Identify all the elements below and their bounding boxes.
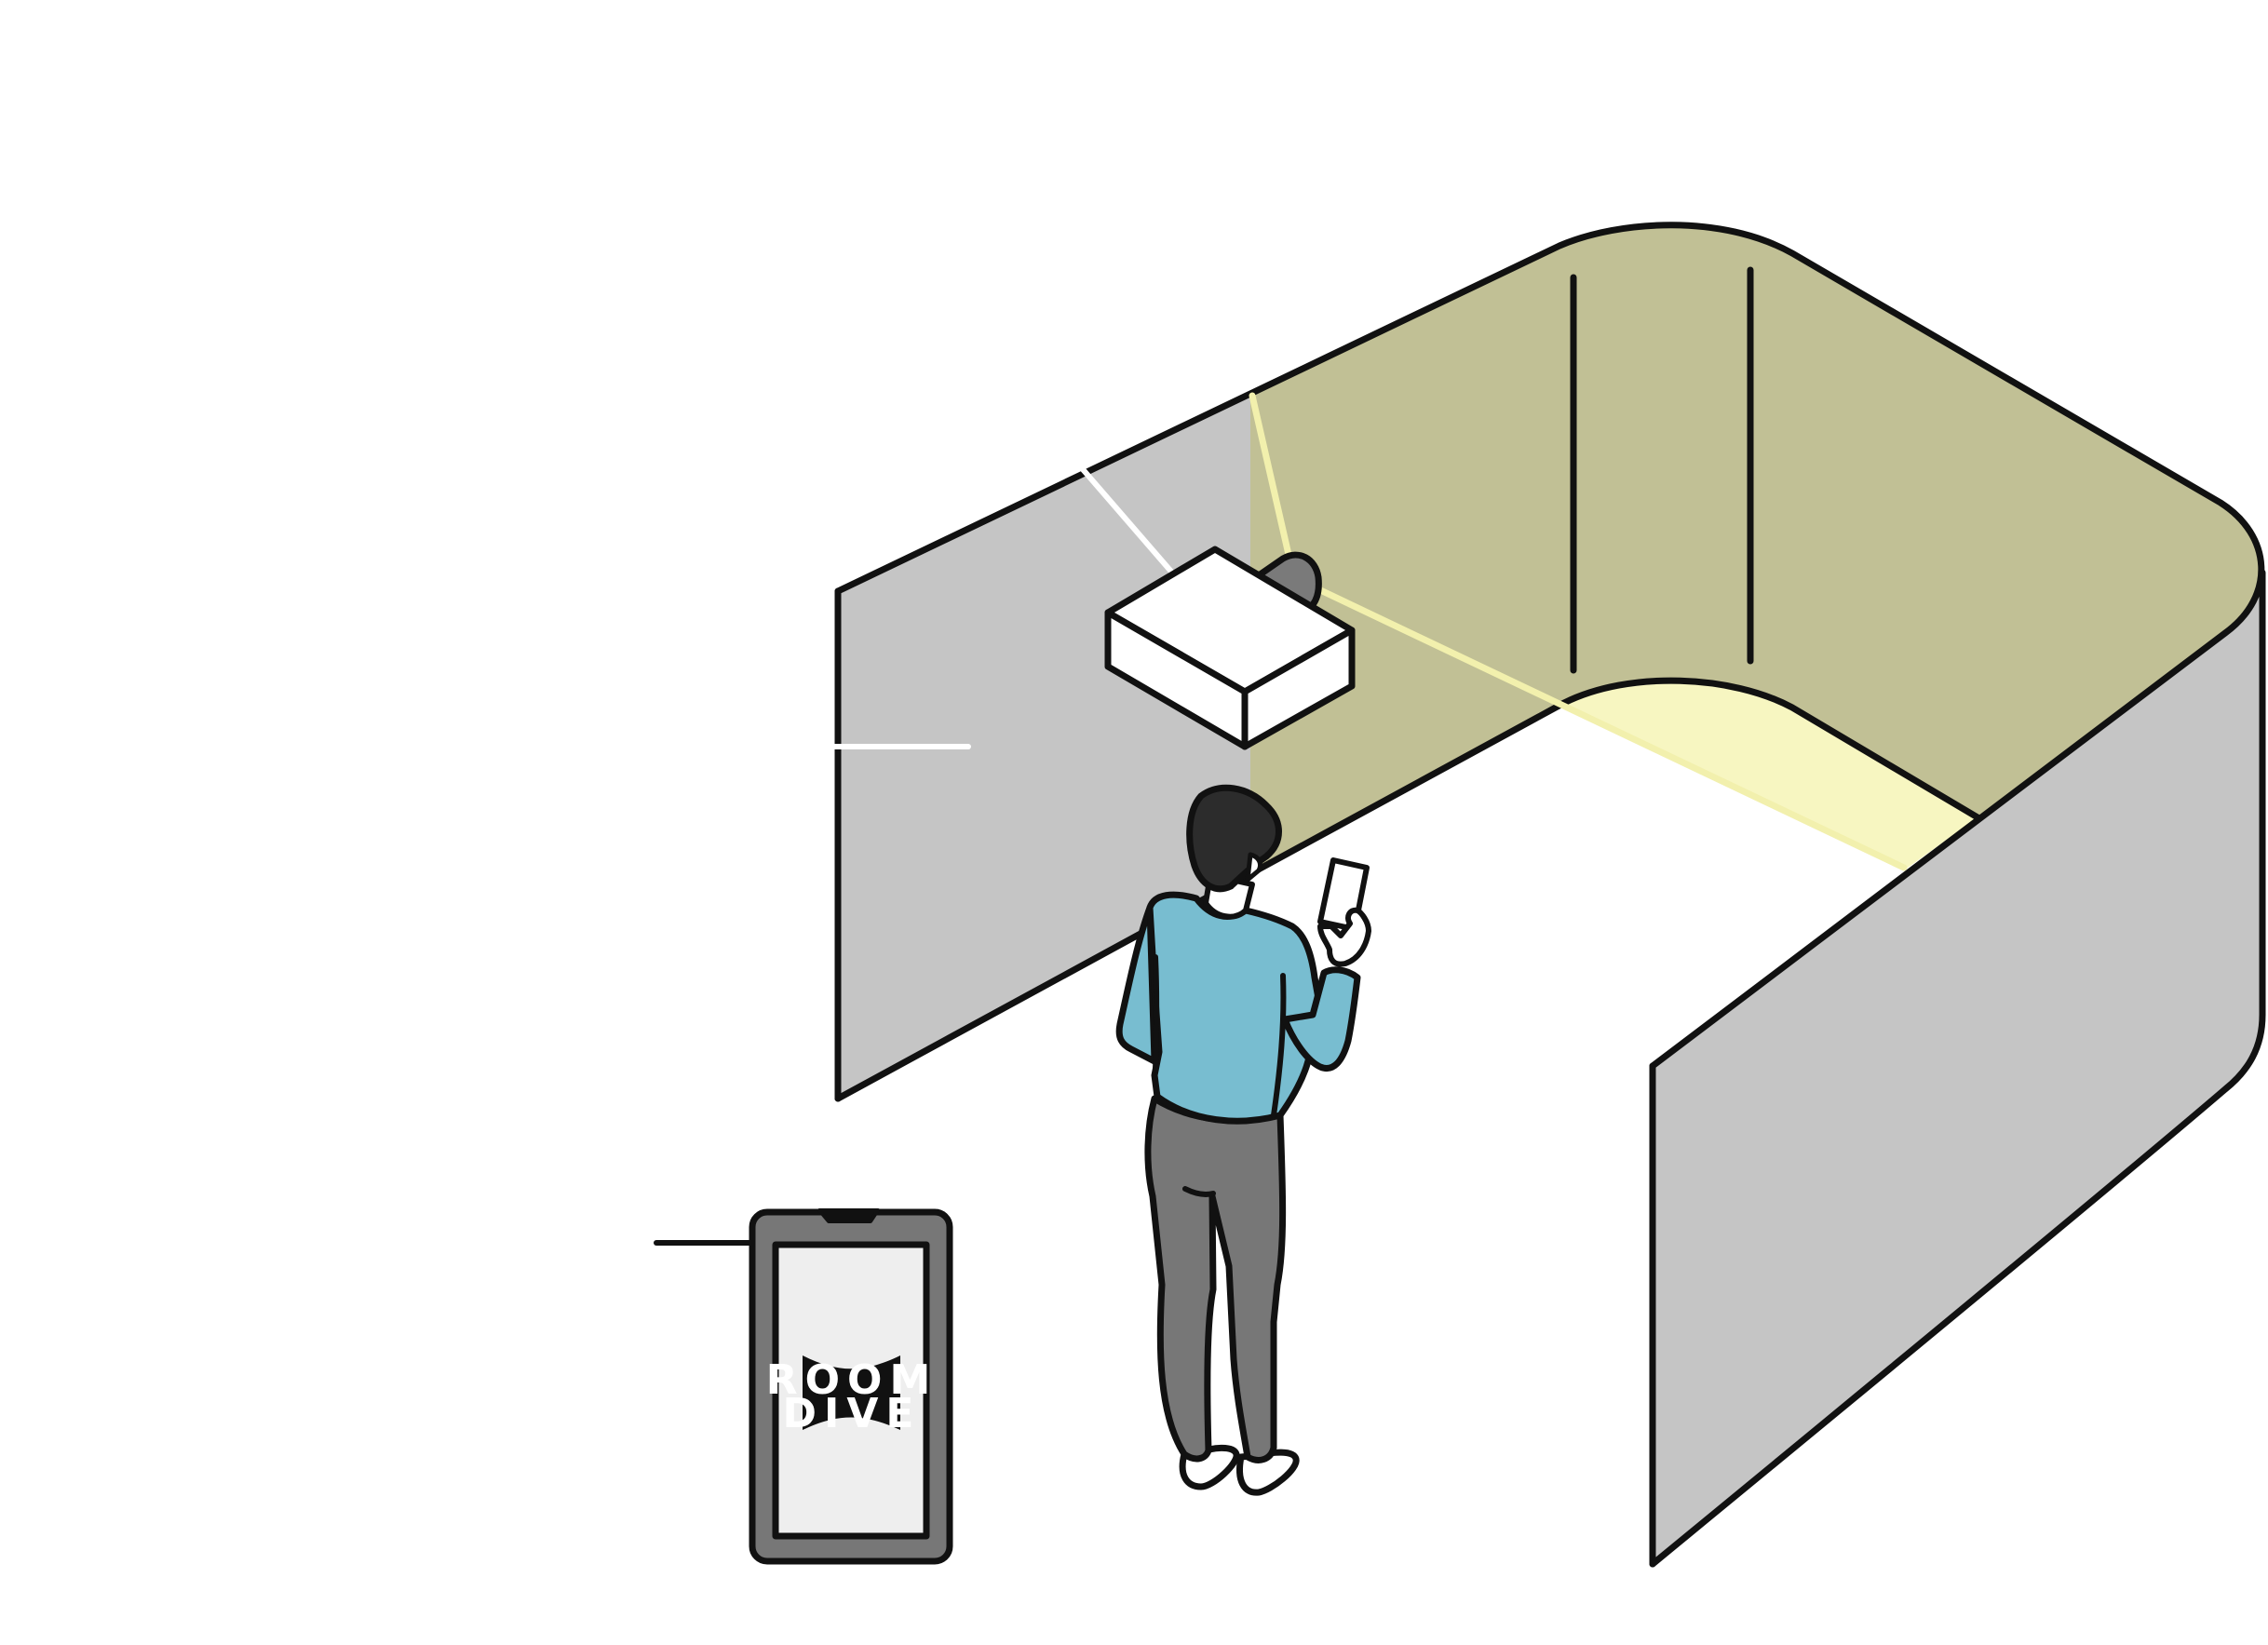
callout-line-projector bbox=[1079, 465, 1181, 582]
left-arm bbox=[1115, 904, 1158, 1065]
room-enclosure bbox=[834, 222, 2266, 1568]
right-front-wall bbox=[1653, 573, 2262, 1564]
hair bbox=[1186, 784, 1282, 893]
projector-right-face bbox=[1241, 627, 1356, 750]
ceiling-projector bbox=[1104, 546, 1356, 750]
wall-top-edge bbox=[834, 222, 2265, 1070]
shirt bbox=[1146, 891, 1326, 1125]
back-wall bbox=[1250, 224, 2261, 870]
hand bbox=[1317, 907, 1371, 967]
pants bbox=[1144, 1095, 1287, 1463]
logo-line2: DIVE bbox=[782, 1390, 921, 1437]
tablet-notch bbox=[817, 1208, 880, 1223]
room-dive-logo: ROOM DIVE bbox=[766, 1355, 938, 1437]
beam-to-wall bbox=[1249, 392, 1293, 562]
tablet-screen bbox=[772, 1241, 930, 1540]
projector-beams bbox=[830, 392, 1908, 871]
user-with-phone bbox=[1115, 784, 1371, 1496]
wall-floor-edge bbox=[834, 677, 1981, 1102]
floor-light-area bbox=[1564, 683, 1978, 870]
right-arm bbox=[1281, 966, 1361, 1072]
logo-line1: ROOM bbox=[766, 1356, 938, 1404]
tablet-kiosk: ROOM DIVE bbox=[654, 1208, 953, 1565]
beam-to-floor bbox=[1309, 583, 1908, 871]
right-wall-outer-edge bbox=[1649, 569, 2266, 1568]
ear bbox=[1245, 852, 1263, 883]
